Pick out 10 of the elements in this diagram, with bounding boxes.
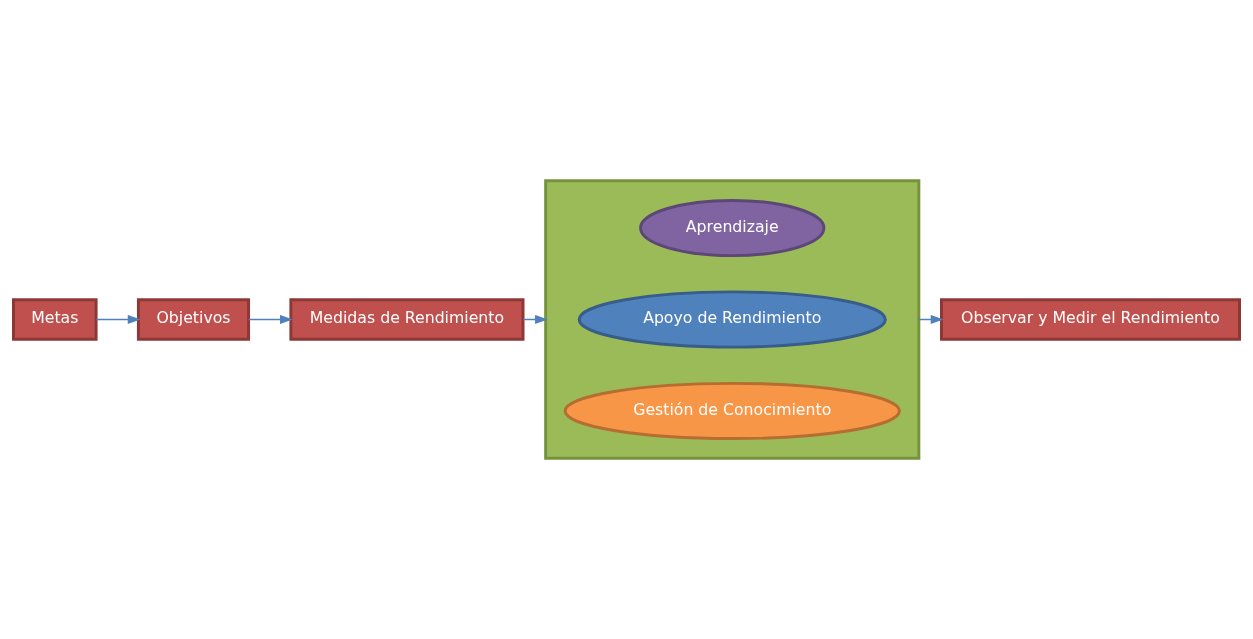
arrow bbox=[95, 315, 141, 324]
node-box: Observar y Medir el Rendimiento bbox=[940, 298, 1241, 341]
cluster bbox=[544, 179, 921, 460]
node-box: Medidas de Rendimiento bbox=[289, 298, 525, 341]
node-box: Objetivos bbox=[136, 298, 251, 341]
node-ellipse: Aprendizaje bbox=[639, 198, 826, 258]
arrow bbox=[247, 315, 293, 324]
node-ellipse: Apoyo de Rendimiento bbox=[577, 290, 887, 349]
node-ellipse: Gestión de Conocimiento bbox=[563, 381, 901, 441]
node-box: Metas bbox=[12, 298, 98, 341]
